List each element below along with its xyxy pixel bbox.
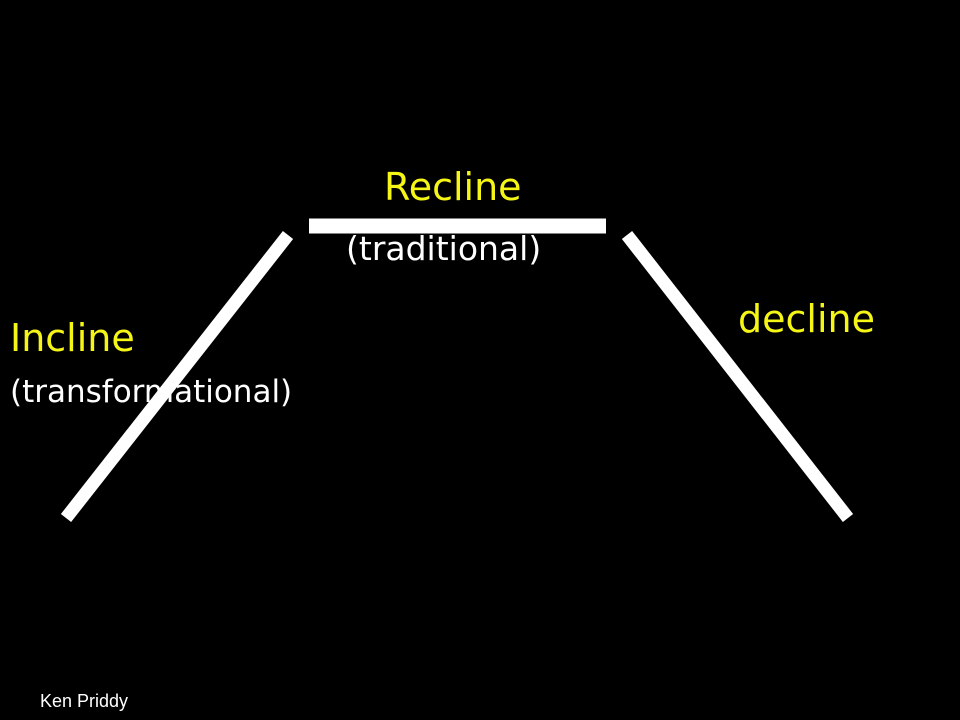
incline-label: Incline	[10, 316, 135, 360]
author-credit: Ken Priddy	[40, 691, 129, 711]
decline-line	[621, 230, 854, 523]
incline-sublabel: (transformational)	[10, 374, 293, 410]
incline-line	[60, 230, 294, 523]
recline-label: Recline	[384, 165, 522, 209]
recline-sublabel: (traditional)	[346, 229, 542, 268]
decline-label: decline	[738, 297, 875, 341]
